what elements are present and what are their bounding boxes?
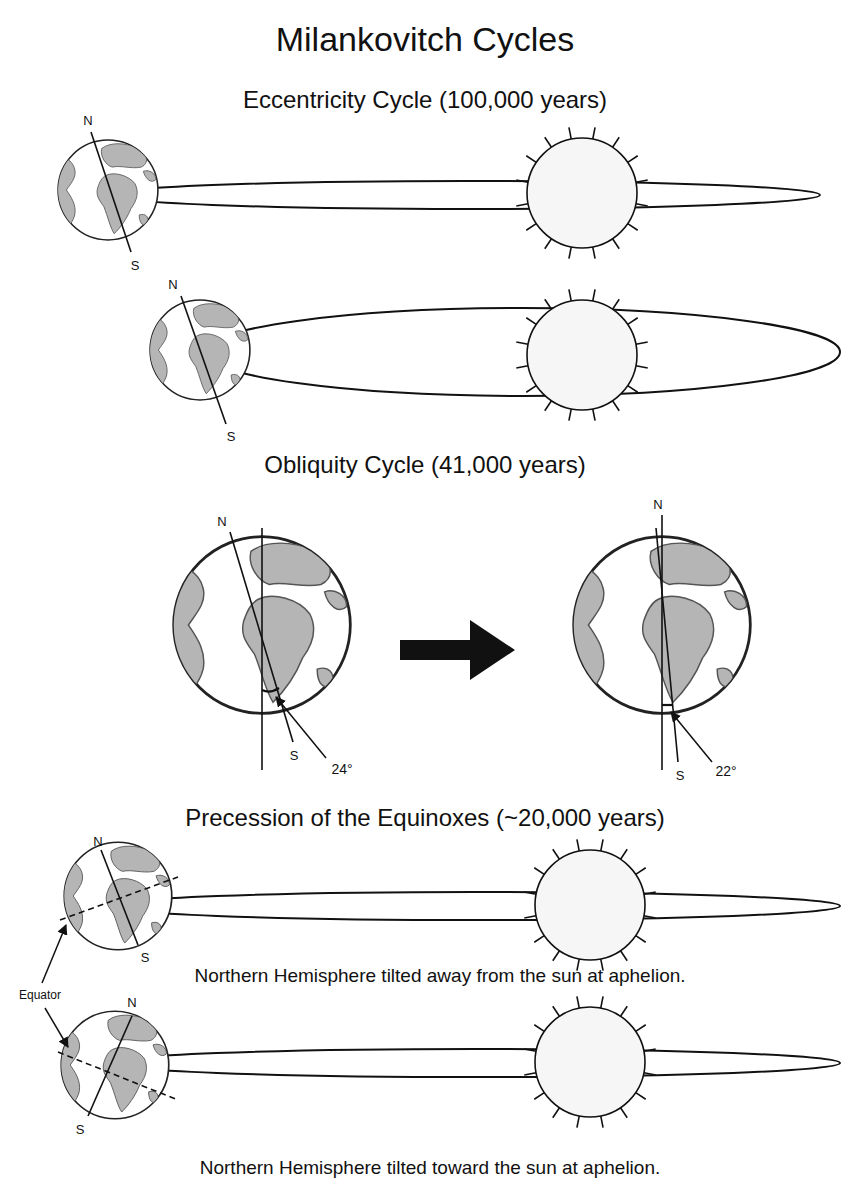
pole-label: S: [290, 749, 299, 763]
pole-label: N: [653, 498, 662, 512]
diagram-title: Milankovitch Cycles: [276, 21, 575, 58]
pole-label: S: [76, 1123, 85, 1137]
equator-label: Equator: [19, 989, 61, 1002]
precession-caption: Northern Hemisphere tilted toward the su…: [200, 1158, 660, 1179]
pole-label: S: [676, 769, 685, 783]
section-heading: Obliquity Cycle (41,000 years): [264, 452, 585, 478]
section-heading: Eccentricity Cycle (100,000 years): [243, 87, 607, 113]
pole-label: S: [131, 259, 140, 273]
pole-label: N: [168, 278, 177, 292]
pole-label: S: [227, 430, 236, 444]
section-heading: Precession of the Equinoxes (~20,000 yea…: [185, 805, 665, 831]
pole-label: S: [141, 951, 150, 965]
pole-label: N: [127, 996, 136, 1010]
angle-label: 24°: [331, 762, 352, 777]
pole-label: N: [83, 114, 92, 128]
pole-label: N: [93, 835, 102, 849]
angle-label: 22°: [715, 764, 736, 779]
precession-caption: Northern Hemisphere tilted away from the…: [194, 966, 685, 987]
pole-label: N: [217, 515, 226, 529]
